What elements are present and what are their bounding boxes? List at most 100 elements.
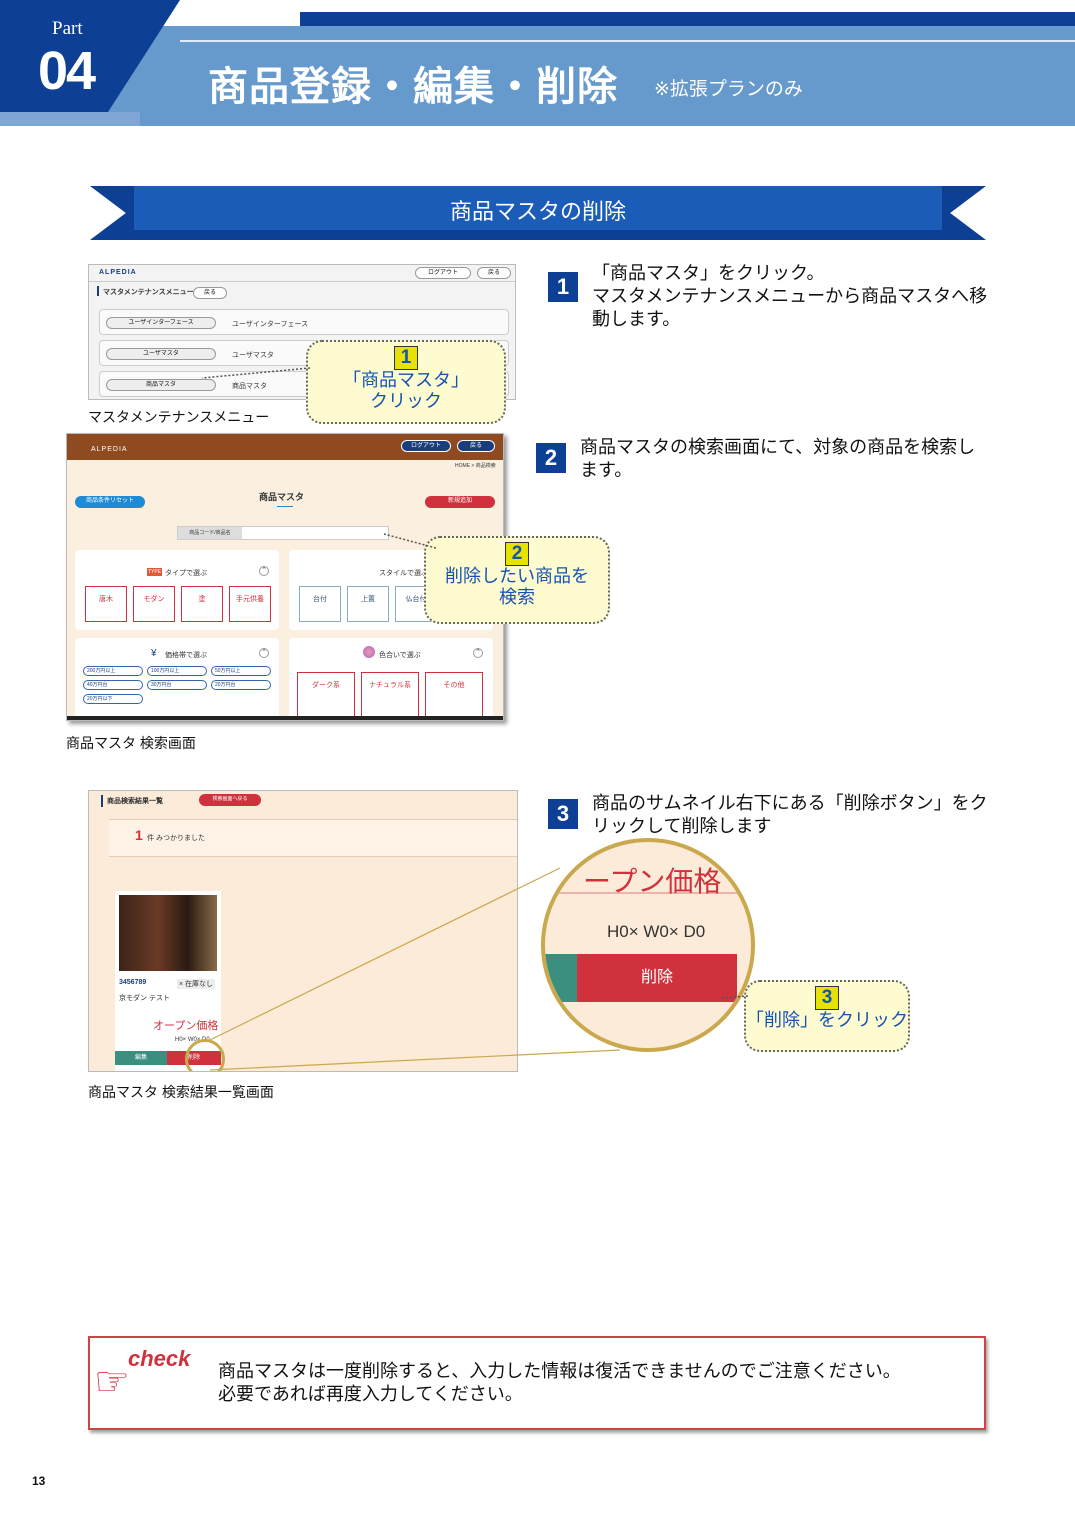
heading-marker [101,795,103,807]
callout-text: 削除したい商品を 検索 [445,566,589,607]
price-option[interactable]: 40万円台 [83,680,143,690]
mag-edit-button[interactable] [545,954,577,1002]
new-button[interactable]: 新規追加 [425,496,495,508]
page-number: 13 [32,1474,46,1488]
header-rule [180,40,1075,42]
header-top-bar [300,12,1075,26]
menu-row: ユーザインターフェース ユーザインターフェース [99,309,509,335]
product-card[interactable]: 3456789 × 在庫なし 京モダン テスト オープン価格 H0× W0× D… [115,891,221,1071]
magnifier: ープン価格 H0× W0× D0 削除 [541,838,755,1052]
search-caption: 商品マスタ 検索画面 [66,735,196,751]
alpedia-logo: ALPEDIA [91,446,128,453]
plan-note: ※拡張プランのみ [654,79,803,100]
price-option[interactable]: 100万円以上 [147,666,207,676]
section-title: 商品マスタの削除 [449,199,626,224]
menu-caption: マスタメンテナンスメニュー [88,409,270,425]
callout-number: 1 [394,346,418,370]
results-screenshot: 商品検索結果一覧 検索画面へ戻る 1 件 みつかりました 3456789 × 在… [88,790,518,1072]
check-logo: check [128,1346,191,1371]
style-panel-title: スタイルで選ぶ [379,570,428,577]
mag-price: ープン価格 [583,866,722,897]
results-caption: 商品マスタ 検索結果一覧画面 [88,1084,274,1100]
search-field-label: 商品コード/商品名 [178,527,242,539]
price-option[interactable]: 30万円台 [147,680,207,690]
part-tab-shadow [0,112,140,126]
style-option[interactable]: 上置 [347,586,389,622]
price-option[interactable]: 20万円台 [211,680,271,690]
type-option[interactable]: 手元供養 [229,586,271,622]
product-thumbnail[interactable] [119,895,217,971]
check-line-1: 商品マスタは一度削除すると、入力した情報は復活できませんのでご注意ください。 [218,1361,901,1381]
heading-back-button[interactable]: 戻る [193,287,227,299]
stock-badge: × 在庫なし [177,979,216,989]
section-ribbon-face [134,186,942,230]
type-panel: TYPE タイプで選ぶ ⌃ 唐木 モダン 塗 手元供養 [75,550,279,630]
results-heading: 商品検索結果一覧 [107,798,163,805]
ui-button[interactable]: ユーザインターフェース [106,317,216,329]
check-text: 商品マスタは一度削除すると、入力した情報は復活できませんのでご注意ください。 必… [218,1360,901,1406]
mag-underline [545,892,751,894]
price-option[interactable]: 200万円以上 [83,666,143,676]
chevron-up-icon[interactable]: ⌃ [473,648,483,658]
page-title: 商品登録・編集・削除 [208,65,618,109]
result-count-text: 件 みつかりました [147,835,205,842]
step-2-text: 商品マスタの検索画面にて、対象の商品を検索します。 [580,437,976,480]
yen-icon: ¥ [151,648,157,659]
callout-number: 2 [505,542,529,566]
price-panel-title: 価格帯で選ぶ [165,652,207,659]
logout-button[interactable]: ログアウト [401,440,451,452]
step-1-number: 1 [548,272,578,302]
result-count-band [109,819,517,857]
callout-3: 3 「削除」をクリック [744,980,910,1052]
price-option[interactable]: 20万円以下 [83,694,143,704]
row-desc: ユーザインターフェース [232,321,309,328]
product-code: 3456789 [119,979,147,986]
check-line-2: 必要であれば再度入力してください。 [218,1384,523,1404]
palette-icon [363,646,375,658]
callout-1: 1 「商品マスタ」 クリック [306,340,506,424]
heading-marker [97,286,99,296]
product-size: H0× W0× D0 [175,1037,210,1043]
callout-text: 「削除」をクリック [746,1010,908,1030]
row-desc: 商品マスタ [232,383,267,390]
color-panel-title: 色合いで選ぶ [379,652,421,659]
type-option[interactable]: 塗 [181,586,223,622]
step-3-number: 3 [548,799,578,829]
search-input[interactable]: 商品コード/商品名 [177,526,389,540]
chevron-up-icon[interactable]: ⌃ [259,566,269,576]
screen-title: 商品マスタ [259,492,305,502]
chevron-up-icon[interactable]: ⌃ [259,648,269,658]
price-option[interactable]: 50万円以上 [211,666,271,676]
row-desc: ユーザマスタ [232,352,274,359]
back-button[interactable]: 戻る [457,440,495,452]
step-3-text: 商品のサムネイル右下にある「削除ボタン」をクリックして削除します [592,793,988,836]
back-button[interactable]: 戻る [477,267,511,279]
type-option[interactable]: モダン [133,586,175,622]
part-number: 04 [38,41,96,101]
type-option[interactable]: 唐木 [85,586,127,622]
product-name: 京モダン テスト [119,995,170,1002]
check-notice [88,1336,986,1430]
mag-size: H0× W0× D0 [607,922,706,941]
user-master-button[interactable]: ユーザマスタ [106,348,216,360]
search-screenshot: ALPEDIA ログアウト 戻る HOME > 商品検索 商品条件リセット 商品… [66,433,504,721]
step-2-number: 2 [536,443,566,473]
breadcrumb[interactable]: HOME > 商品検索 [455,463,496,469]
callout-2: 2 削除したい商品を 検索 [424,536,610,624]
mag-delete-button[interactable]: 削除 [577,954,737,1002]
product-price: オープン価格 [153,1020,219,1032]
price-panel: ¥ 価格帯で選ぶ ⌃ 200万円以上 100万円以上 50万円以上 40万円台 … [75,638,279,720]
reset-button[interactable]: 商品条件リセット [75,496,145,508]
edit-button[interactable]: 編集 [115,1051,167,1065]
product-master-button[interactable]: 商品マスタ [106,379,216,391]
style-option[interactable]: 台付 [299,586,341,622]
result-count: 1 [135,827,143,843]
logout-button[interactable]: ログアウト [415,267,471,279]
back-to-search-button[interactable]: 検索画面へ戻る [199,794,261,806]
magnify-target-ring [185,1039,225,1071]
part-label: Part [52,18,83,39]
header-band [0,26,1075,126]
pointing-hand-icon: ☞ [94,1360,130,1404]
